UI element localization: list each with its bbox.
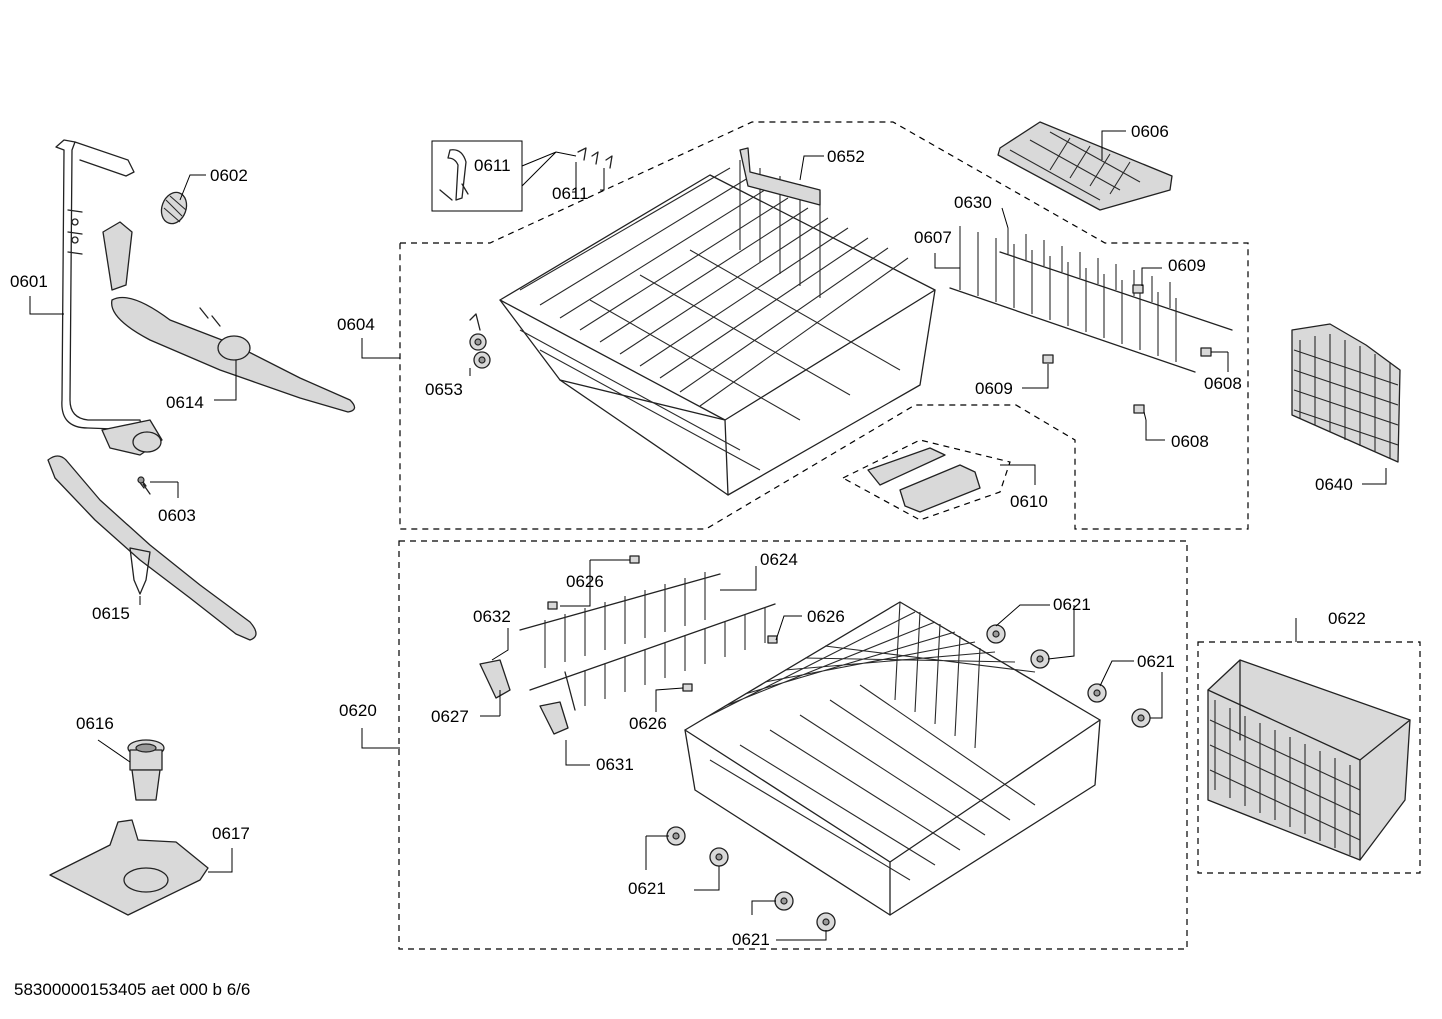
upper-spray-arm-part: [102, 221, 356, 413]
label-0617: 0617: [212, 824, 250, 843]
part-labels: 0601 0602 0603 0604 0606 0607 0608 0608 …: [10, 122, 1366, 949]
label-0616: 0616: [76, 714, 114, 733]
lower-spray-arm-part: [47, 455, 257, 641]
screw-part: [137, 476, 151, 495]
label-0609-bottom: 0609: [975, 379, 1013, 398]
lower-basket-part: [684, 601, 1101, 916]
label-0607: 0607: [914, 228, 952, 247]
filter-disc-part: [160, 191, 188, 225]
label-0601: 0601: [10, 272, 48, 291]
cutlery-basket-part: [1207, 659, 1411, 861]
upper-basket-part: [499, 160, 936, 496]
label-0608-bottom: 0608: [1171, 432, 1209, 451]
label-0626-top: 0626: [566, 572, 604, 591]
label-0614: 0614: [166, 393, 204, 412]
cutlery-basket-group-outline: [1197, 641, 1421, 874]
label-0652: 0652: [827, 147, 865, 166]
lower-clips-part: [479, 555, 778, 735]
clip-inset-part: [439, 149, 469, 201]
leader-lines: [29, 130, 1387, 941]
label-0620: 0620: [339, 701, 377, 720]
small-clips-part: [1042, 284, 1212, 414]
label-0611-inset: 0611: [474, 156, 511, 175]
label-0626-right: 0626: [807, 607, 845, 626]
label-0627: 0627: [431, 707, 469, 726]
label-0621-lower-left: 0621: [628, 879, 666, 898]
lower-tine-racks-part: [519, 572, 776, 711]
label-0603: 0603: [158, 506, 196, 525]
label-0621-lower-right: 0621: [732, 930, 770, 949]
label-0621-upper-left: 0621: [1053, 595, 1091, 614]
label-0611: 0611: [552, 184, 589, 203]
supply-tube-part: [55, 139, 163, 456]
detail-inset-box: [431, 140, 523, 212]
label-0609-top: 0609: [1168, 256, 1206, 275]
clip-parts: [577, 147, 613, 169]
label-0602: 0602: [210, 166, 248, 185]
adjuster-group-outline: [841, 439, 1011, 521]
filter-cylinder-part: [127, 739, 165, 801]
label-0632: 0632: [473, 607, 511, 626]
flat-filter-plate-part: [49, 819, 209, 916]
mesh-insert-part: [1291, 323, 1401, 463]
tine-rack-part: [949, 226, 1233, 373]
upper-wheels-part: [469, 313, 491, 369]
label-0621-upper-right: 0621: [1137, 652, 1175, 671]
label-0604: 0604: [337, 315, 375, 334]
label-0622: 0622: [1328, 609, 1366, 628]
document-id: 58300000153405 aet 000 b 6/6: [14, 980, 251, 999]
height-adjuster-part: [867, 447, 981, 513]
label-0606: 0606: [1131, 122, 1169, 141]
cup-shelf-part: [997, 121, 1173, 211]
upper-basket-group-outline: [399, 121, 1249, 530]
bracket-part: [739, 147, 821, 206]
label-0640: 0640: [1315, 475, 1353, 494]
label-0631: 0631: [596, 755, 634, 774]
label-0615: 0615: [92, 604, 130, 623]
lower-basket-group-outline: [398, 540, 1188, 950]
label-0610: 0610: [1010, 492, 1048, 511]
lower-wheels-part: [666, 624, 1151, 932]
label-0624: 0624: [760, 550, 798, 569]
label-0630: 0630: [954, 193, 992, 212]
label-0653: 0653: [425, 380, 463, 399]
label-0608-top: 0608: [1204, 374, 1242, 393]
label-0626-bottom: 0626: [629, 714, 667, 733]
